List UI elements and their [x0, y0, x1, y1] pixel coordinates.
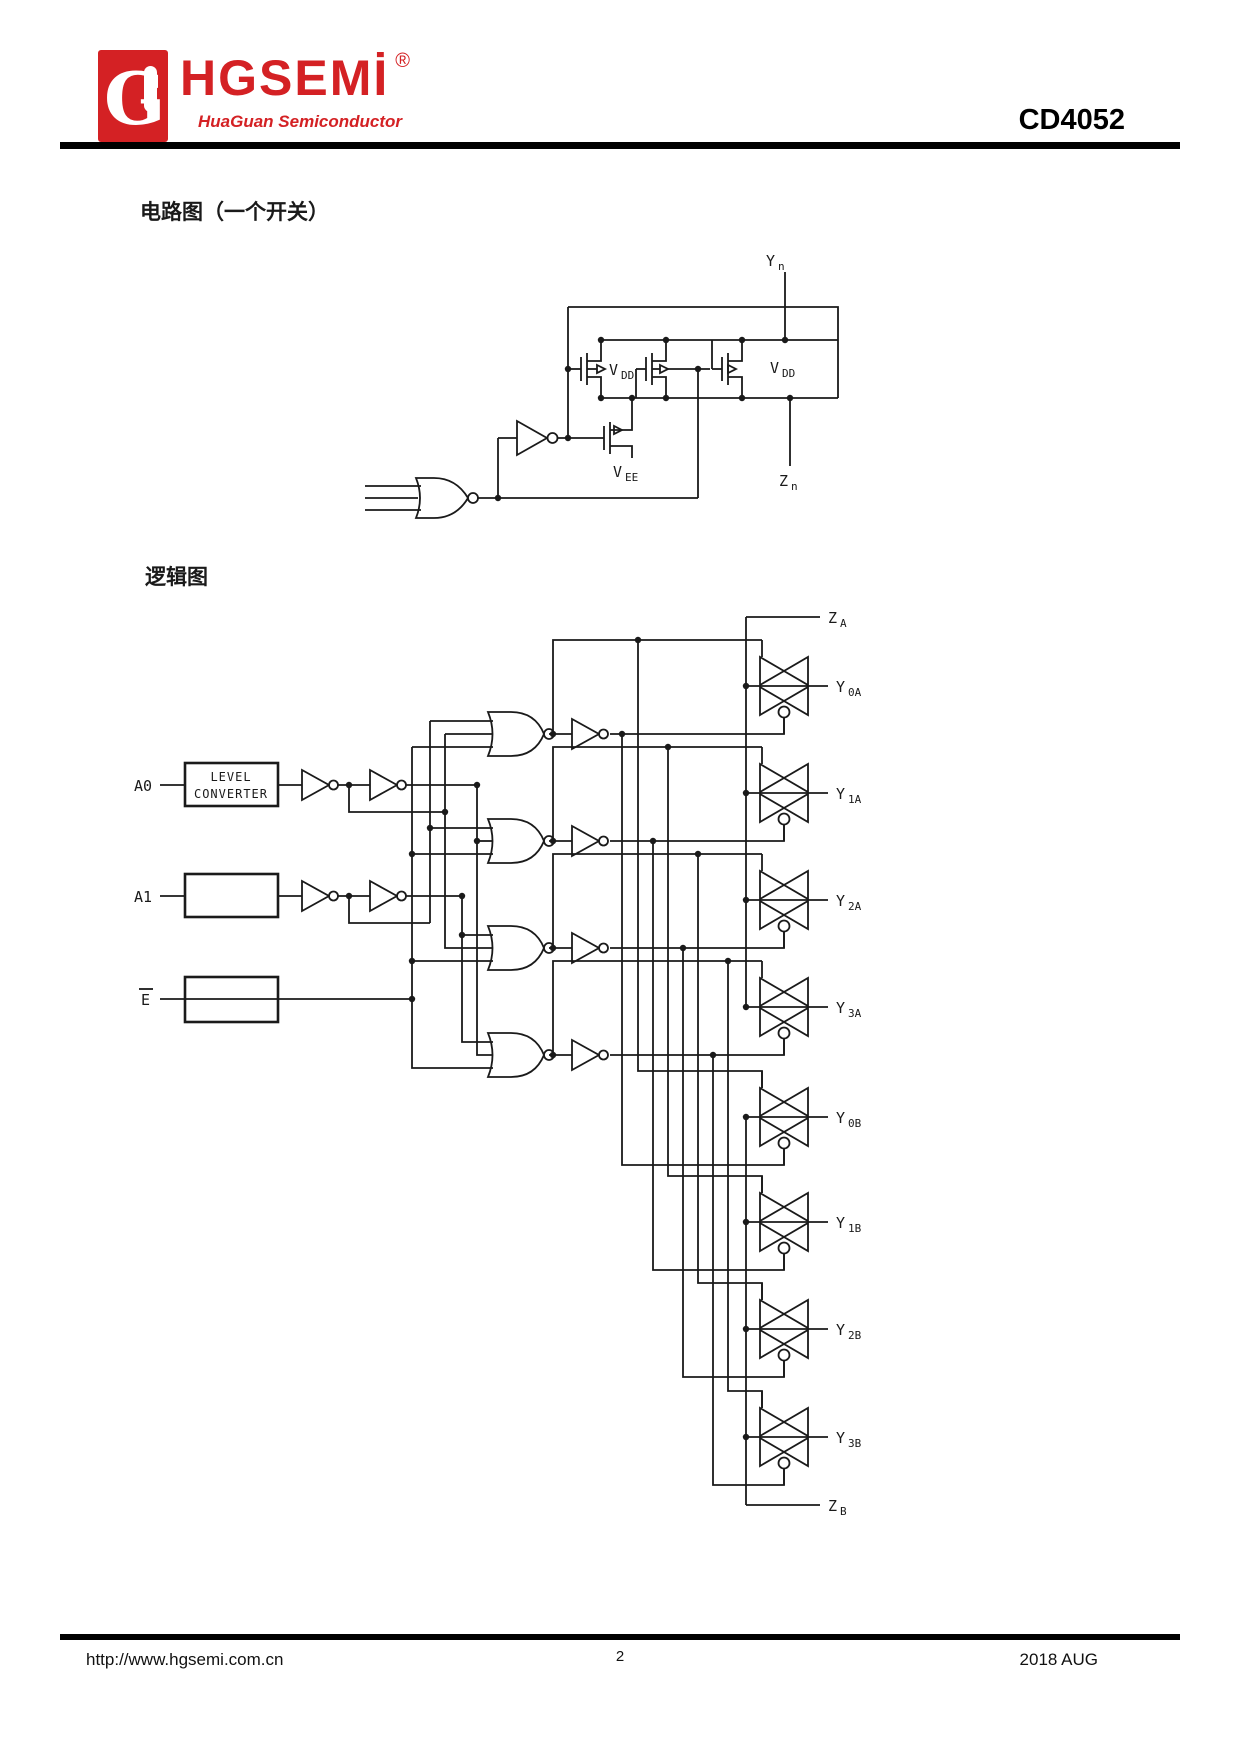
svg-text:1A: 1A [848, 793, 862, 806]
pmos-transistor [711, 340, 743, 398]
part-number: CD4052 [1018, 104, 1125, 136]
label-zb: Z [828, 1497, 837, 1515]
transmission-gate-y2a [741, 853, 829, 949]
svg-text:0A: 0A [848, 686, 862, 699]
label-y2a: Y [836, 892, 845, 910]
label-za: Z [828, 609, 837, 627]
svg-text:2B: 2B [848, 1329, 862, 1342]
svg-text:3B: 3B [848, 1437, 862, 1450]
inverter [498, 419, 604, 457]
inverter [571, 932, 609, 964]
svg-text:0B: 0B [848, 1117, 862, 1130]
input-enable-label: E [141, 991, 150, 1009]
pmos-transistor [568, 340, 608, 398]
inverter [571, 825, 609, 857]
nmos-transistor [603, 398, 633, 458]
svg-text:EE: EE [625, 471, 638, 484]
brand-name: HGSEMİ [180, 50, 390, 106]
svg-text:1B: 1B [848, 1222, 862, 1235]
nor-gate [487, 1032, 555, 1078]
label-y3b: Y [836, 1429, 845, 1447]
svg-text:n: n [778, 260, 785, 273]
inverter [369, 769, 407, 801]
svg-text:n: n [791, 480, 798, 493]
footer-date: 2018 AUG [1019, 1650, 1098, 1669]
transmission-gate-y1a [741, 746, 829, 842]
svg-text:2A: 2A [848, 900, 862, 913]
nor-gate [365, 438, 698, 519]
transmission-gate-y0a [741, 639, 829, 735]
inverter [571, 1039, 609, 1071]
page-number: 2 [615, 1648, 625, 1665]
circuit-section-title: 电路图（一个开关） [140, 200, 329, 224]
label-vdd-right: V [770, 359, 779, 377]
enable-box [183, 975, 280, 1024]
label-y2b: Y [836, 1321, 845, 1339]
transmission-gate-y0b [741, 1070, 829, 1166]
label-y1a: Y [836, 785, 845, 803]
svg-text:B: B [840, 1505, 847, 1518]
nor-gate [487, 818, 555, 864]
svg-text:DD: DD [621, 369, 634, 382]
svg-text:DD: DD [782, 367, 795, 380]
header-rule [60, 142, 1180, 149]
svg-text:A: A [840, 617, 847, 630]
label-y0b: Y [836, 1109, 845, 1127]
svg-text:3A: 3A [848, 1007, 862, 1020]
transmission-gate-y3a [741, 960, 829, 1056]
nor-gate [487, 925, 555, 971]
level-converter-box-2 [183, 872, 280, 919]
label-y3a: Y [836, 999, 845, 1017]
input-a0-label: A0 [134, 777, 152, 795]
logic-diagram: A0 LEVEL CONVERTER A1 E [134, 609, 862, 1518]
nor-gate [487, 711, 555, 757]
transmission-gate-y1b [741, 1175, 829, 1271]
pmos-transistor [635, 340, 671, 398]
inverter [301, 769, 339, 801]
transmission-gate-y3b [741, 1390, 829, 1486]
footer-rule [60, 1634, 1180, 1640]
hgsemi-logo-mark-icon: G [98, 50, 168, 142]
input-a1-label: A1 [134, 888, 152, 906]
inverter [301, 880, 339, 912]
level-converter-line1: LEVEL [210, 770, 251, 784]
inverter [369, 880, 407, 912]
brand-subtitle: HuaGuan Semiconductor [198, 112, 403, 131]
inverter [571, 718, 609, 750]
label-vee: V [613, 463, 622, 481]
label-y1b: Y [836, 1214, 845, 1232]
circuit-diagram: Y n Z n V DD V DD V EE [365, 252, 839, 519]
label-zn: Z [779, 472, 788, 490]
level-converter-line2: CONVERTER [194, 787, 268, 801]
label-y0a: Y [836, 678, 845, 696]
logic-section-title: 逻辑图 [145, 565, 208, 589]
label-vdd-left: V [609, 361, 618, 379]
registered-mark: ® [395, 50, 410, 72]
transmission-gate-y2b [741, 1282, 829, 1378]
footer-url: http://www.hgsemi.com.cn [86, 1650, 284, 1669]
label-yn: Y [766, 252, 775, 270]
hgsemi-logo: G HGSEMİ® HuaGuan Semiconductor [98, 50, 410, 142]
